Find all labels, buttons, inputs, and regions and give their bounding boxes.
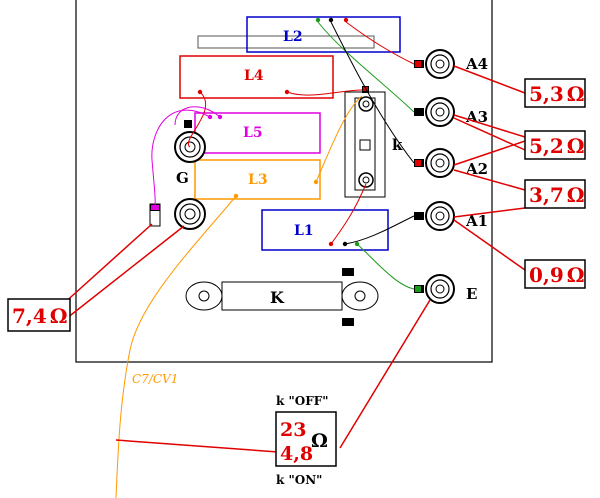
coil-L5: L5 xyxy=(194,112,321,154)
coil-L2: L2 xyxy=(246,16,401,53)
svg-text:5,2Ω: 5,2Ω xyxy=(529,134,585,158)
svg-text:5,3Ω: 5,3Ω xyxy=(529,82,585,106)
terminal-G: G xyxy=(149,120,206,230)
internal-wires xyxy=(115,21,415,498)
svg-text:7,4Ω: 7,4Ω xyxy=(12,304,68,328)
measurement-G-value: 7,4 xyxy=(12,304,47,328)
switch-unit: Ω xyxy=(311,430,328,452)
terminal-A3-label: A3 xyxy=(465,108,488,126)
coil-L1-label: L1 xyxy=(294,223,314,239)
coil-L4: L4 xyxy=(179,55,334,99)
measurement-A4-value: 5,3 xyxy=(529,82,564,106)
measurement-A4-unit: Ω xyxy=(567,82,585,106)
terminal-G-label: G xyxy=(176,169,189,187)
coil-L3: L3 xyxy=(194,159,321,200)
terminal-A2-label: A2 xyxy=(465,160,488,178)
coil-L3-label: L3 xyxy=(248,172,268,188)
relay-K-label: K xyxy=(270,288,285,307)
measurement-A1-value: 0,9 xyxy=(529,263,564,287)
switch-off-label: k "OFF" xyxy=(276,394,329,408)
terminal-A1: A1 xyxy=(414,201,488,231)
measurement-G-unit: Ω xyxy=(50,304,68,328)
measurement-A1-unit: Ω xyxy=(567,263,585,287)
switch-on-value: 4,8 xyxy=(280,443,313,465)
wire-dots xyxy=(197,17,360,247)
measurement-leads xyxy=(61,65,526,453)
terminal-A2: A2 xyxy=(414,148,488,178)
terminal-E-label: E xyxy=(466,285,477,303)
switch-k: k xyxy=(344,86,403,198)
switch-on-label: k "ON" xyxy=(276,473,322,487)
switch-k-label: k xyxy=(392,136,403,154)
measurement-A2-unit: Ω xyxy=(567,183,585,207)
terminal-E: E xyxy=(414,274,477,304)
coil-L4-label: L4 xyxy=(244,68,264,84)
measurement-A3-unit: Ω xyxy=(567,134,585,158)
svg-text:3,7Ω: 3,7Ω xyxy=(529,183,585,207)
measurement-A2-value: 3,7 xyxy=(529,183,564,207)
switch-state-box: k "OFF" 23 4,8 Ω k "ON" xyxy=(275,394,337,487)
terminal-A1-label: A1 xyxy=(465,212,488,230)
coil-L2-label: L2 xyxy=(283,29,303,45)
relay-K: K xyxy=(185,268,379,326)
switch-off-value: 23 xyxy=(280,419,306,441)
cable-label: C7/CV1 xyxy=(132,372,178,386)
svg-text:0,9Ω: 0,9Ω xyxy=(529,263,585,287)
measurement-A3-value: 5,2 xyxy=(529,134,564,158)
terminal-A4: A4 xyxy=(414,49,488,79)
coil-L5-label: L5 xyxy=(243,125,263,141)
terminal-A3: A3 xyxy=(414,97,488,127)
coil-L1: L1 xyxy=(261,209,389,251)
terminal-A4-label: A4 xyxy=(465,55,488,73)
